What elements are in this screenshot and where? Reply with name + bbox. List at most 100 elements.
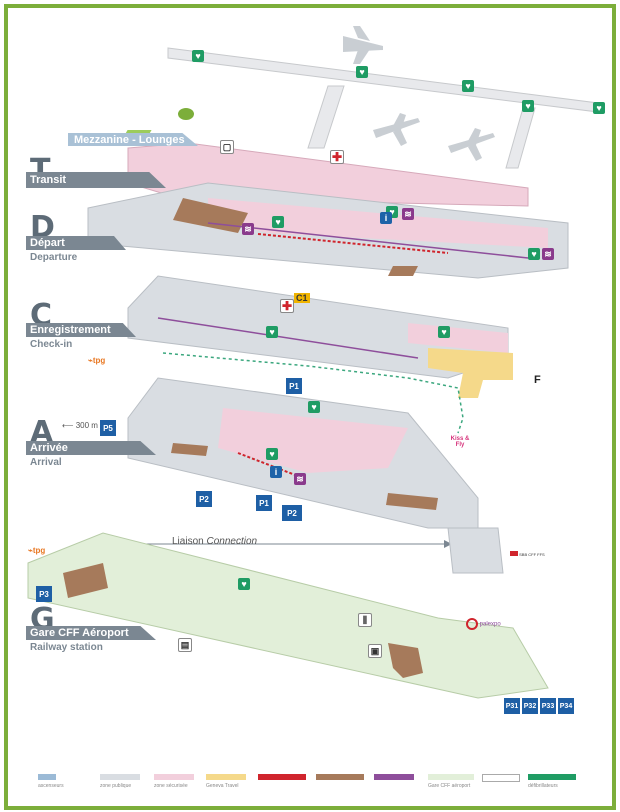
departure-shop-block <box>388 266 418 276</box>
checkin-title: Enregistrement <box>30 324 111 336</box>
checkin-band <box>26 323 136 337</box>
plane-icon <box>373 113 420 146</box>
parking-label: P2 <box>287 508 297 518</box>
tpg-top-label: ⌁tpg <box>88 356 106 365</box>
connection-label: Liaison Connection <box>172 536 257 547</box>
wifi-icon: ≋ <box>242 223 254 235</box>
departure-purple-line <box>207 222 529 259</box>
wifi-icon: ≋ <box>294 473 306 485</box>
checkin-secure-zone <box>408 323 508 353</box>
left-arrow-icon: ⟵ <box>62 421 74 430</box>
lounge-icon: ▢ <box>220 140 234 154</box>
first-aid-cross-icon: ✚ <box>280 299 294 313</box>
info-icon: i <box>270 466 282 478</box>
tpg-top-text: tpg <box>92 356 106 365</box>
parking-label: P32 <box>523 702 537 710</box>
kiss-fly-dashed-route <box>162 352 464 434</box>
lift-icon: ▣ <box>368 644 382 658</box>
defibrillator-icon: ♥ <box>528 248 540 260</box>
parking-label: P3 <box>39 589 49 599</box>
parking-p1: P1 <box>256 495 272 511</box>
satellite-connector-2 <box>505 107 536 169</box>
connection-right-arrowhead <box>444 540 452 548</box>
defibrillator-icon: ♥ <box>522 100 534 112</box>
sbb-logo-icon <box>510 551 518 556</box>
first-aid-cross-icon: ✚ <box>330 150 344 164</box>
parking-p34: P34 <box>558 698 574 714</box>
checkin-purple-line <box>157 317 419 359</box>
parking-label: P2 <box>199 494 209 504</box>
palexpo-logo-icon <box>466 618 478 630</box>
defibrillator-icon: ♥ <box>462 80 474 92</box>
railway-band <box>26 626 156 640</box>
arrival-red-path <box>237 452 304 479</box>
departure-band <box>26 236 126 250</box>
map-frame: T Transit D Départ Departure Mezzanine -… <box>4 4 616 810</box>
mezzanine-title: Mezzanine - Lounges <box>74 134 185 146</box>
parking-p33: P33 <box>540 698 556 714</box>
sbb-label: SBB CFF FFS <box>510 551 545 557</box>
level-letter-a: A <box>30 415 54 450</box>
railway-shop-block <box>388 643 423 678</box>
departure-title: Départ <box>30 237 65 249</box>
arrival-title: Arrivée <box>30 442 68 454</box>
parking-p2: P2 <box>196 491 212 507</box>
legend-label: défibrillateurs <box>528 783 558 789</box>
legend-swatch-station <box>428 774 474 780</box>
legend-swatch-lifts <box>38 774 56 780</box>
parking-p3: P3 <box>36 586 52 602</box>
parking-p31: P31 <box>504 698 520 714</box>
environment-logo-icon <box>178 108 194 120</box>
parking-p5: P5 <box>100 420 116 436</box>
departure-red-path <box>257 233 449 254</box>
legend-label: zone sécurisée <box>154 783 188 789</box>
defibrillator-icon: ♥ <box>238 578 250 590</box>
legend-swatch-red <box>258 774 306 780</box>
defibrillator-icon: ♥ <box>593 102 605 114</box>
departure-subtitle: Departure <box>30 252 78 263</box>
legend-swatch-public <box>100 774 140 780</box>
defibrillator-icon: ♥ <box>438 326 450 338</box>
parking-label: P1 <box>289 381 299 391</box>
legend-label: Gare CFF aéroport <box>428 783 471 789</box>
toilets-icon: ⫼ <box>358 613 372 627</box>
transit-title: Transit <box>30 174 67 186</box>
gate-f-label: F <box>534 374 541 386</box>
airport-floor-plan <box>27 26 599 699</box>
defibrillator-icon: ♥ <box>192 50 204 62</box>
ticket-icon: ▤ <box>178 638 192 652</box>
departure-shop-block <box>173 198 248 233</box>
arrival-shop-block <box>386 493 438 510</box>
wifi-icon: ≋ <box>542 248 554 260</box>
railway-title: Gare CFF Aéroport <box>30 627 129 639</box>
legend-label: Geneva Travel <box>206 783 239 789</box>
mezzanine-band <box>68 133 198 146</box>
arrival-secure-zone <box>218 408 408 473</box>
liaison-text: Liaison <box>172 536 204 547</box>
geneva-travel-zone <box>428 348 513 398</box>
legend-label: zone publique <box>100 783 132 789</box>
tpg-bottom-text: tpg <box>32 546 46 555</box>
connection-platform <box>447 527 504 574</box>
defibrillator-icon: ♥ <box>272 216 284 228</box>
parking-p-info: P2 <box>282 505 302 521</box>
legend-swatch-secure <box>154 774 194 780</box>
tpg-bottom-label: ⌁tpg <box>28 546 46 555</box>
palexpo-label: palexpo <box>466 618 501 630</box>
parking-label: P34 <box>559 702 573 710</box>
legend-swatch-defib <box>528 774 576 780</box>
parking-p32: P32 <box>522 698 538 714</box>
sbb-text: SBB CFF FFS <box>519 552 545 557</box>
parking-label: P31 <box>505 702 519 710</box>
info-icon: i <box>380 212 392 224</box>
legend-swatch-shops <box>316 774 364 780</box>
parking-p1-top: P1 <box>286 378 302 394</box>
defibrillator-icon: ♥ <box>266 448 278 460</box>
railway-subtitle: Railway station <box>30 642 103 653</box>
defibrillator-icon: ♥ <box>356 66 368 78</box>
parking-label: P5 <box>103 423 113 433</box>
railway-shop-block <box>63 563 108 598</box>
arrival-band <box>26 441 156 455</box>
distance-label: ⟵ 300 m <box>62 421 98 430</box>
arrival-shop-block <box>171 443 208 456</box>
